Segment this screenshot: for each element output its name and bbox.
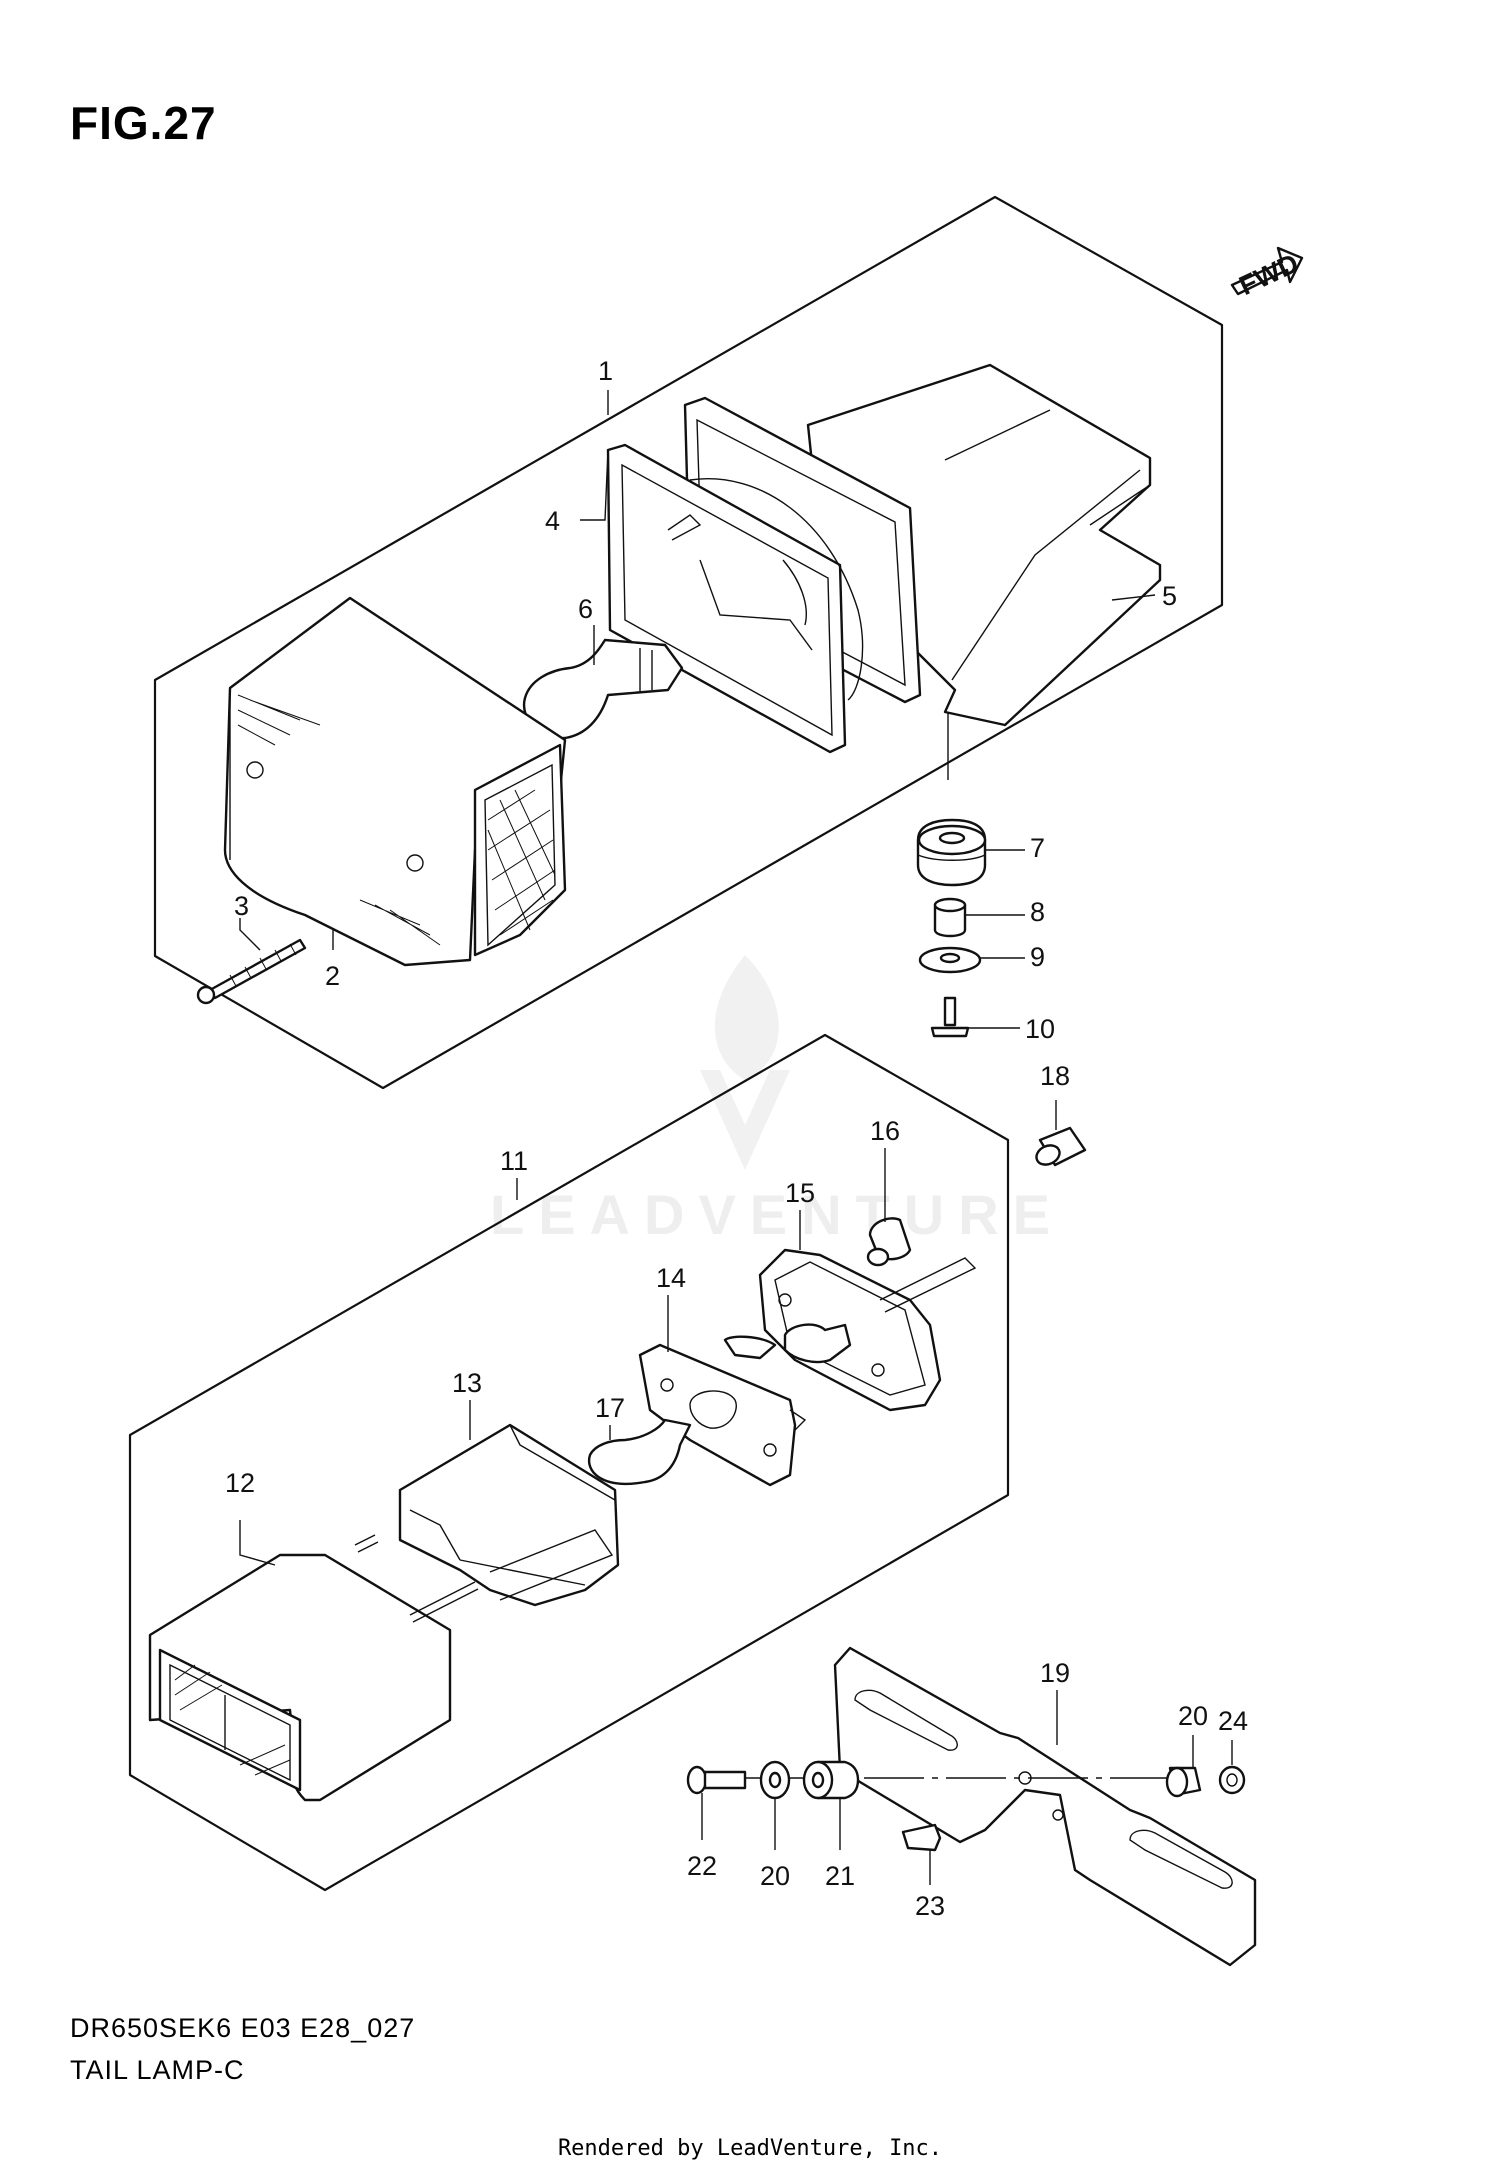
- callout-11: 11: [500, 1146, 528, 1176]
- part-15-socket-housing: [723, 1248, 977, 1412]
- callout-8: 8: [1030, 897, 1045, 927]
- callout-1: 1: [598, 356, 613, 386]
- fwd-label: FWD: [1235, 248, 1303, 301]
- callout-21: 21: [825, 1861, 855, 1891]
- part-19-bracket: [833, 1646, 1257, 1967]
- callout-23: 23: [915, 1891, 945, 1921]
- diagram-subtitle: TAIL LAMP-C: [70, 2055, 245, 2085]
- part-7-grommet: [916, 818, 987, 887]
- callout-17: 17: [595, 1393, 625, 1423]
- part-10-screw: [930, 996, 970, 1038]
- part-4-reflector: [606, 443, 864, 754]
- callout-14: 14: [656, 1263, 686, 1293]
- part-20-spacer-right: [1165, 1766, 1202, 1798]
- upper-assembly-boundary: [153, 195, 1224, 1090]
- callout-3: 3: [234, 891, 249, 921]
- part-23-pin: [901, 1823, 942, 1852]
- lower-assembly-boundary: [128, 1033, 1010, 1892]
- footer-credit: Rendered by LeadVenture, Inc.: [557, 2136, 943, 2161]
- part-21-rubber: [802, 1760, 860, 1800]
- callout-20-right: 20: [1178, 1701, 1208, 1731]
- callout-9: 9: [1030, 942, 1045, 972]
- watermark-text: LEADVENTURE: [490, 1183, 1065, 1246]
- part-14-socket-plate: [638, 1343, 807, 1487]
- callout-12: 12: [225, 1468, 255, 1498]
- callout-2: 2: [325, 961, 340, 991]
- callout-15: 15: [785, 1178, 815, 1208]
- part-22-bolt: [686, 1765, 747, 1795]
- callout-13: 13: [452, 1368, 482, 1398]
- figure-title: FIG.27: [70, 97, 217, 149]
- model-code: DR650SEK6 E03 E28_027: [70, 2013, 416, 2043]
- part-9-washer: [918, 946, 982, 974]
- callout-19: 19: [1040, 1658, 1070, 1688]
- callout-18: 18: [1040, 1061, 1070, 1091]
- callout-24: 24: [1218, 1706, 1248, 1736]
- part-18-collar: [1035, 1126, 1087, 1167]
- callout-10: 10: [1025, 1014, 1055, 1044]
- part-24-nut: [1218, 1765, 1246, 1795]
- part-20-spacer-left: [759, 1760, 791, 1800]
- leader-lines: [239, 449, 1233, 1885]
- callout-7: 7: [1030, 833, 1045, 863]
- callout-4: 4: [545, 506, 560, 536]
- part-12-lens: [148, 1534, 479, 1802]
- part-17-bulb: [587, 1418, 692, 1485]
- callout-labels: 1 4 6 5 3 2 7 8 9 10 18 11 16 15 14 17 1…: [225, 356, 1248, 1921]
- part-16-grommet: [866, 1217, 912, 1267]
- part-6-bulb: [522, 638, 684, 740]
- callout-16: 16: [870, 1116, 900, 1146]
- part-8-collar: [933, 897, 967, 938]
- callout-5: 5: [1162, 581, 1177, 611]
- callout-20-left: 20: [760, 1861, 790, 1891]
- part-13-reflector-cover: [398, 1423, 620, 1607]
- callout-6: 6: [578, 594, 593, 624]
- callout-22: 22: [687, 1851, 717, 1881]
- part-3-screw: [196, 938, 307, 1005]
- part-2-lens: [223, 596, 567, 967]
- fwd-arrow-icon: FWD: [1230, 246, 1304, 301]
